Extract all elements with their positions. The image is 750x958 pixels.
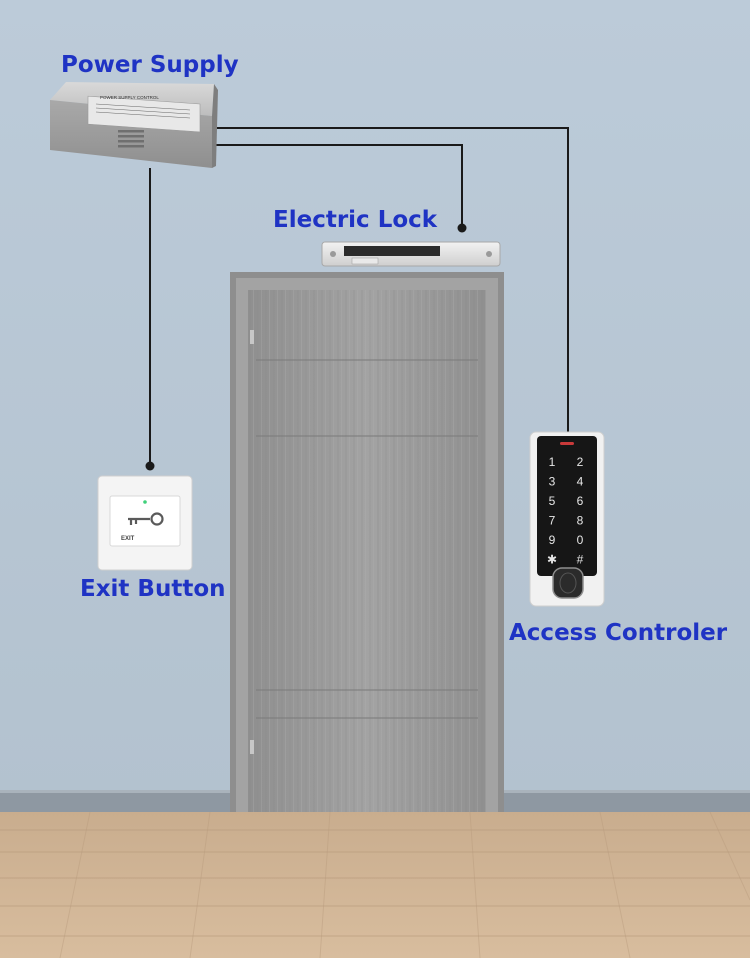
keypad-key: ✱	[547, 553, 557, 567]
wiring	[149, 127, 569, 466]
wire-junction-dot	[457, 223, 467, 233]
keypad: 1 2 3 4 5 6 7 8 9 0 ✱ #	[547, 455, 584, 567]
key-icon	[128, 512, 164, 526]
status-led	[560, 442, 574, 445]
wire-electric-lock	[212, 144, 463, 228]
fingerprint-icon	[559, 572, 577, 594]
keypad-key: 5	[549, 494, 556, 508]
keypad-key: 8	[577, 514, 584, 528]
access-controller-device: 1 2 3 4 5 6 7 8 9 0 ✱ #	[529, 431, 605, 607]
fingerprint-reader	[552, 567, 584, 599]
keypad-key: 6	[577, 494, 584, 508]
wire-access-controller	[212, 127, 569, 446]
exit-led	[143, 500, 147, 504]
keypad-key: 1	[549, 455, 556, 469]
power-box-label: POWER SUPPLY CONTROL	[100, 95, 159, 100]
keypad-key: 4	[577, 475, 584, 489]
exit-plate-text: EXIT	[121, 536, 135, 542]
keypad-key: 7	[549, 514, 556, 528]
label-power-supply: Power Supply	[61, 52, 239, 78]
wire-junction-dot	[145, 461, 155, 471]
keypad-key: 0	[577, 533, 584, 547]
label-exit-button: Exit Button	[80, 576, 226, 602]
keypad-key: #	[577, 553, 584, 567]
keypad-key: 2	[577, 455, 584, 469]
label-access-controller: Access Controler	[509, 620, 728, 646]
wooden-floor	[0, 811, 750, 958]
power-supply-box: POWER SUPPLY CONTROL	[50, 82, 218, 168]
label-electric-lock: Electric Lock	[273, 207, 438, 233]
keypad-key: 9	[549, 533, 556, 547]
door	[230, 272, 504, 812]
exit-button-device: EXIT	[97, 475, 193, 571]
keypad-key: 3	[549, 475, 556, 489]
electric-lock	[321, 241, 501, 267]
